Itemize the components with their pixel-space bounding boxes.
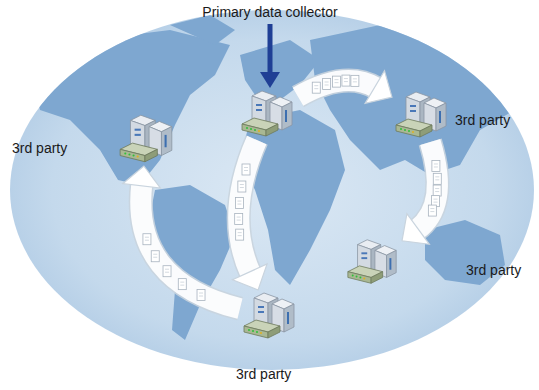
document-line: [434, 166, 438, 167]
document-line: [238, 235, 242, 236]
server-icon: [344, 236, 402, 288]
document-icon: [235, 198, 243, 209]
server-node: Primary data collector: [238, 88, 298, 140]
pointer-arrow-shaft: [268, 24, 273, 74]
document-line: [434, 199, 438, 200]
document-icon: [197, 290, 205, 301]
document-icon: [178, 279, 186, 290]
flow-arrow: [298, 71, 392, 104]
arrow-body: [298, 81, 377, 97]
server-icon: [240, 290, 300, 342]
document-icon: [163, 266, 171, 277]
server-node: 3rd party: [240, 290, 300, 342]
party-label: 3rd party: [236, 366, 291, 383]
document-line: [237, 220, 241, 221]
north-america: [30, 30, 230, 185]
document-line: [430, 208, 434, 209]
arrow-head: [402, 214, 429, 245]
document-icon: [432, 160, 440, 171]
arrow-edge: [141, 184, 240, 309]
document-line: [435, 188, 439, 189]
document-line: [153, 257, 157, 258]
document-line: [153, 254, 157, 255]
server-node: 3rd party: [116, 112, 178, 166]
server-node: 3rd party: [344, 236, 402, 288]
document-icon: [428, 205, 436, 216]
flow-arrow: [402, 142, 441, 244]
party-label: 3rd party: [466, 262, 521, 279]
document-line: [314, 88, 318, 89]
arrow-edge: [298, 81, 377, 97]
continents: [30, 15, 520, 340]
document-icon: [242, 164, 250, 175]
document-line: [244, 167, 248, 168]
document-line: [434, 202, 438, 203]
document-line: [165, 269, 169, 270]
document-line: [435, 179, 439, 180]
flow-arrow: [233, 140, 268, 290]
document-line: [237, 204, 241, 205]
party-label: 3rd party: [455, 112, 510, 129]
document-line: [145, 240, 149, 241]
pointer-arrow-head: [260, 72, 280, 88]
flow-arrow: [123, 166, 240, 309]
document-line: [237, 201, 241, 202]
document-line: [353, 78, 357, 79]
document-line: [325, 81, 329, 82]
document-line: [314, 85, 318, 86]
document-line: [244, 170, 248, 171]
arrow-body: [141, 184, 240, 309]
document-line: [199, 296, 203, 297]
document-icon: [235, 214, 243, 225]
document-icon: [236, 229, 244, 240]
document-line: [325, 84, 329, 85]
document-icon: [151, 251, 159, 262]
document-icon: [143, 234, 151, 245]
server-icon: [238, 88, 298, 140]
server-node: 3rd party: [392, 88, 452, 142]
asia: [310, 25, 520, 175]
document-line: [180, 282, 184, 283]
document-icon: [323, 78, 331, 89]
document-line: [240, 184, 244, 185]
document-line: [180, 285, 184, 286]
server-icon: [392, 88, 452, 142]
document-icon: [433, 185, 441, 196]
document-line: [199, 293, 203, 294]
party-label: 3rd party: [12, 140, 67, 157]
document-icon: [351, 75, 359, 86]
document-icon: [238, 181, 246, 192]
party-label: Primary data collector: [202, 4, 337, 21]
document-line: [145, 237, 149, 238]
document-icon: [342, 75, 350, 86]
document-line: [335, 79, 339, 80]
document-line: [240, 187, 244, 188]
document-line: [435, 191, 439, 192]
document-line: [238, 232, 242, 233]
server-icon: [116, 112, 178, 166]
document-icon: [333, 76, 341, 87]
document-line: [353, 81, 357, 82]
document-icon: [433, 173, 441, 184]
arrow-head: [365, 71, 392, 104]
document-icon: [312, 82, 320, 93]
document-line: [434, 163, 438, 164]
document-line: [344, 81, 348, 82]
document-line: [237, 217, 241, 218]
document-line: [165, 272, 169, 273]
document-line: [430, 211, 434, 212]
globe: [10, 10, 534, 370]
document-line: [344, 78, 348, 79]
document-line: [335, 82, 339, 83]
arrow-head: [123, 166, 161, 188]
arrow-head: [233, 264, 268, 290]
document-line: [435, 176, 439, 177]
